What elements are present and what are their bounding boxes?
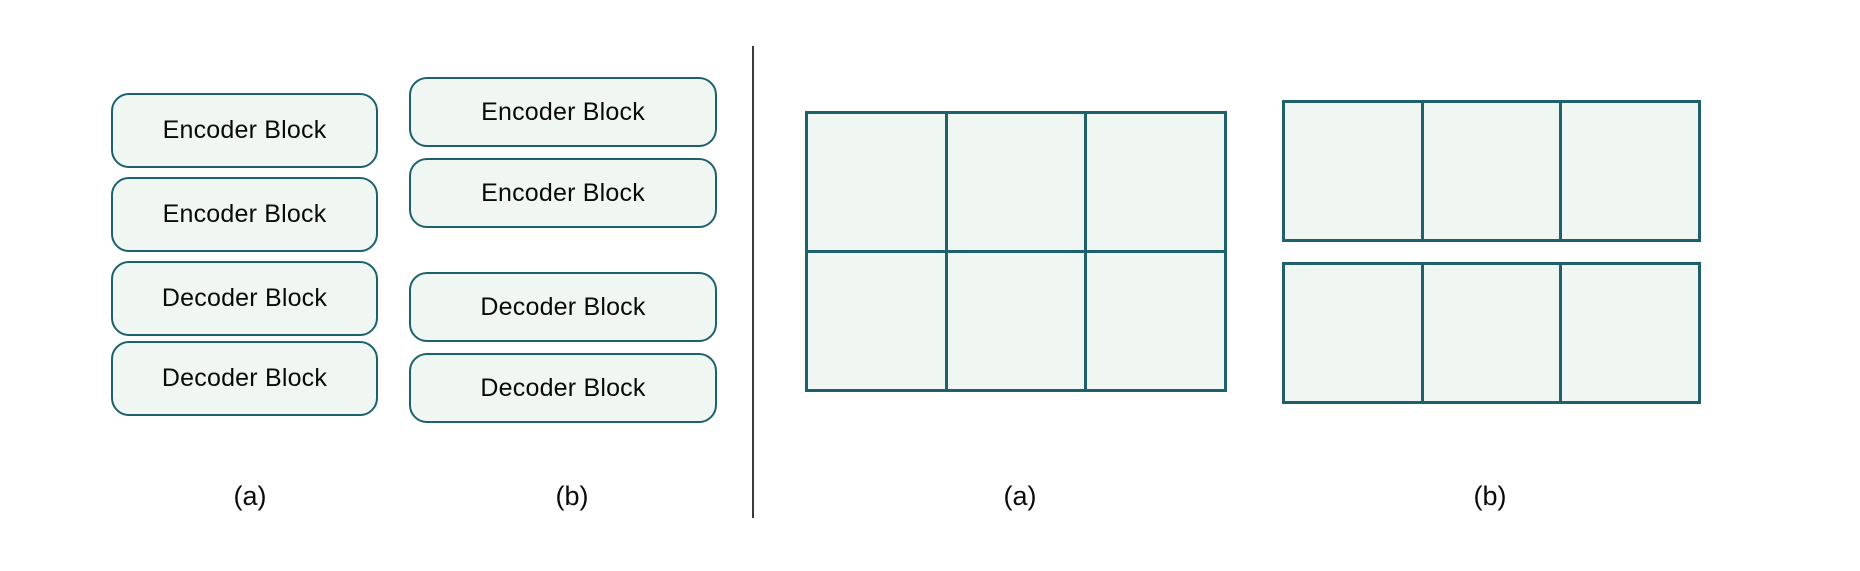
- grid-cell: [947, 253, 1085, 389]
- decoder-block: Decoder Block: [111, 341, 378, 416]
- grid-b-row-1: [1282, 100, 1701, 242]
- grid-cell: [808, 114, 945, 250]
- encoder-block: Encoder Block: [111, 93, 378, 168]
- grid-b-row-2: [1282, 262, 1701, 404]
- caption-right-b: (b): [1473, 481, 1507, 511]
- caption-right-a: (a): [1003, 481, 1037, 511]
- grid-cell: [1423, 265, 1560, 401]
- grid-cell: [1562, 265, 1698, 401]
- decoder-block: Decoder Block: [409, 353, 717, 423]
- grid-cell: [1285, 103, 1421, 239]
- vertical-divider: [752, 46, 754, 518]
- grid-a-joined: [805, 111, 1227, 392]
- decoder-block: Decoder Block: [111, 261, 378, 336]
- grid-cell: [1087, 114, 1224, 250]
- grid-cell: [808, 253, 945, 389]
- grid-cell: [1087, 253, 1224, 389]
- grid-cell: [1423, 103, 1560, 239]
- grid-cell: [947, 114, 1085, 250]
- grid-cell: [1562, 103, 1698, 239]
- encoder-block: Encoder Block: [409, 158, 717, 228]
- encoder-block: Encoder Block: [111, 177, 378, 252]
- decoder-block: Decoder Block: [409, 272, 717, 342]
- caption-left-b: (b): [555, 481, 589, 511]
- caption-left-a: (a): [233, 481, 267, 511]
- encoder-block: Encoder Block: [409, 77, 717, 147]
- grid-cell: [1285, 265, 1421, 401]
